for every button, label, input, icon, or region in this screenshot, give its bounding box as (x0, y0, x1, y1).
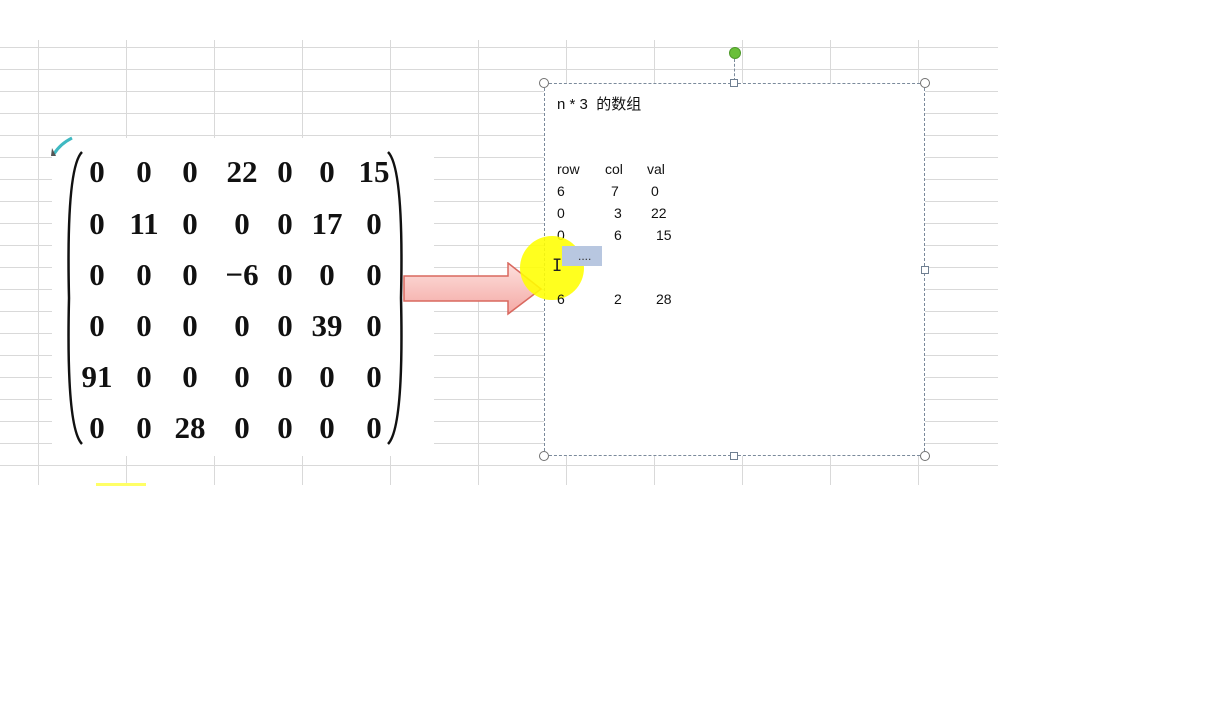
text-box[interactable] (544, 83, 925, 456)
line-1-col[interactable]: 7 (611, 183, 619, 199)
resize-handle-bottom[interactable] (730, 452, 738, 460)
i-beam-cursor-icon: I (552, 256, 563, 276)
matrix-cell: 11 (129, 206, 158, 241)
matrix-cell: 0 (319, 410, 335, 445)
matrix-cell: 0 (366, 206, 382, 241)
matrix-cell: 0 (234, 308, 250, 343)
matrix-cell: 0 (277, 257, 293, 292)
matrix-cell: 0 (136, 154, 152, 189)
matrix-cell: 15 (359, 154, 390, 189)
resize-handle-top-left[interactable] (539, 78, 549, 88)
matrix-cell: 0 (277, 154, 293, 189)
matrix-cell: 0 (319, 359, 335, 394)
matrix-cell: 0 (366, 410, 382, 445)
rotate-connector (734, 59, 735, 81)
resize-handle-right[interactable] (921, 266, 929, 274)
matrix-cell: 0 (136, 410, 152, 445)
right-arrow-icon (403, 262, 543, 316)
matrix-cell: 0 (366, 257, 382, 292)
header-row[interactable]: row (557, 161, 580, 177)
cursor-icon (51, 136, 73, 156)
matrix-cell: 0 (89, 410, 105, 445)
last-line-col[interactable]: 2 (614, 291, 622, 307)
resize-handle-top-right[interactable] (920, 78, 930, 88)
matrix-cell: 0 (136, 359, 152, 394)
matrix-cell: 0 (89, 308, 105, 343)
matrix-cell: 0 (366, 308, 382, 343)
matrix-cell: 0 (277, 410, 293, 445)
last-line-val[interactable]: 28 (656, 291, 672, 307)
matrix-cell: 0 (136, 308, 152, 343)
matrix-cell: 0 (89, 206, 105, 241)
line-3-col[interactable]: 6 (614, 227, 622, 243)
line-2-val[interactable]: 22 (651, 205, 667, 221)
ellipsis-text[interactable]: .... (578, 249, 592, 263)
matrix-cell: 0 (182, 206, 198, 241)
matrix-cell: 0 (182, 257, 198, 292)
header-col[interactable]: col (605, 161, 623, 177)
resize-handle-top[interactable] (730, 79, 738, 87)
matrix-cell: 17 (312, 206, 343, 241)
matrix-cell: 0 (89, 154, 105, 189)
line-2-row[interactable]: 0 (557, 205, 565, 221)
last-line-row[interactable]: 6 (557, 291, 565, 307)
right-bracket (387, 151, 403, 445)
matrix-cell: 0 (182, 308, 198, 343)
matrix-cell: 0 (234, 410, 250, 445)
left-bracket (67, 151, 83, 445)
matrix-cell: 0 (89, 257, 105, 292)
matrix-cell: 0 (277, 206, 293, 241)
matrix-cell: 39 (312, 308, 343, 343)
matrix-cell: 0 (234, 206, 250, 241)
rotate-handle-icon[interactable] (729, 47, 741, 59)
matrix-cell: 0 (277, 308, 293, 343)
matrix-cell: 22 (227, 154, 258, 189)
matrix-cell: 0 (319, 154, 335, 189)
matrix-cell: 28 (175, 410, 206, 445)
matrix-cell: 0 (277, 359, 293, 394)
matrix-cell: −6 (225, 257, 258, 292)
resize-handle-bottom-left[interactable] (539, 451, 549, 461)
matrix-cell: 91 (82, 359, 113, 394)
resize-handle-bottom-right[interactable] (920, 451, 930, 461)
line-3-val[interactable]: 15 (656, 227, 672, 243)
matrix-cell: 0 (182, 154, 198, 189)
line-3-row[interactable]: 0 (557, 227, 565, 243)
header-val[interactable]: val (647, 161, 665, 177)
line-1-val[interactable]: 0 (651, 183, 659, 199)
matrix-cell: 0 (182, 359, 198, 394)
textbox-title[interactable]: n * 3 的数组 (557, 96, 642, 113)
line-1-row[interactable]: 6 (557, 183, 565, 199)
matrix-cell: 0 (319, 257, 335, 292)
text-selection (562, 246, 602, 266)
cell-highlight (96, 483, 146, 486)
matrix-cell: 0 (234, 359, 250, 394)
line-2-col[interactable]: 3 (614, 205, 622, 221)
matrix-cell: 0 (366, 359, 382, 394)
matrix-cell: 0 (136, 257, 152, 292)
